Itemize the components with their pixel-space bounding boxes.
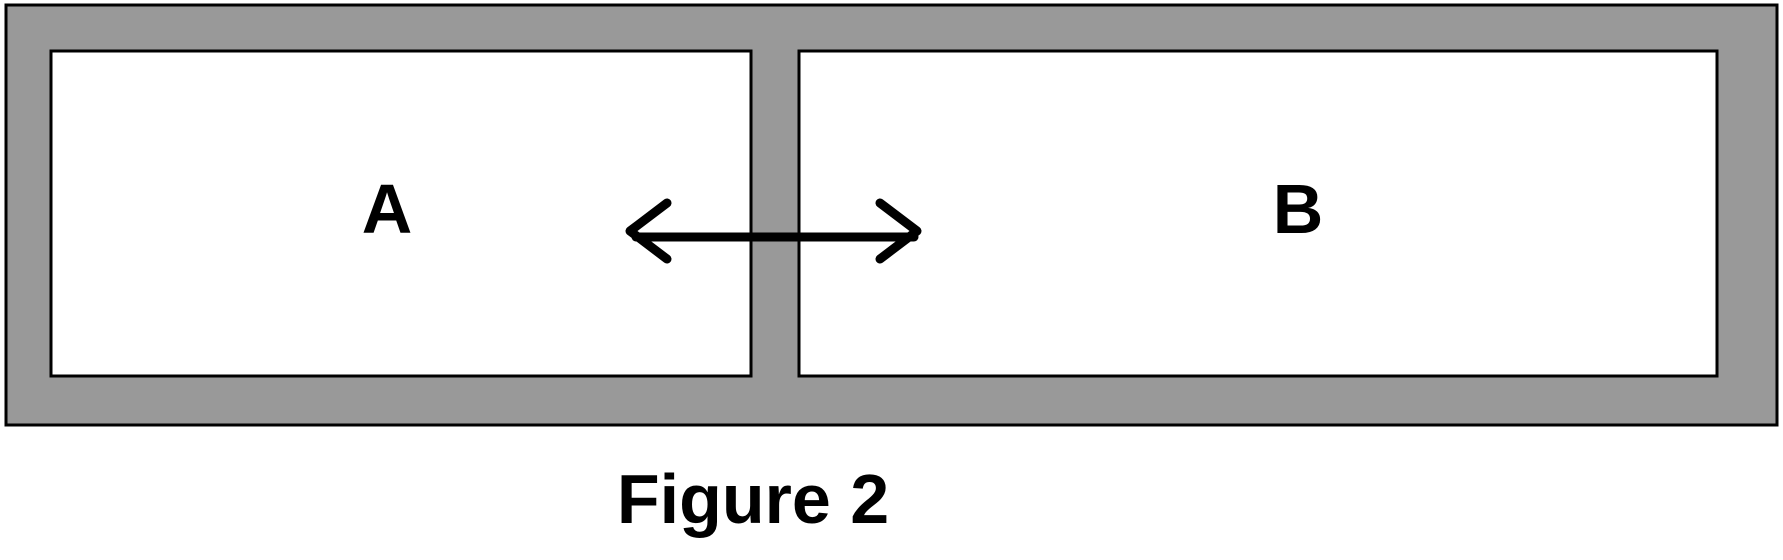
double-arrow-icon bbox=[625, 198, 922, 264]
chamber-a bbox=[49, 49, 753, 378]
chamber-b bbox=[797, 49, 1719, 378]
chamber-b-label: B bbox=[1273, 170, 1324, 248]
figure-caption: Figure 2 bbox=[617, 460, 889, 538]
arrow-head-right bbox=[875, 198, 922, 264]
arrow-head-left bbox=[625, 198, 672, 264]
chamber-a-label: A bbox=[362, 170, 413, 248]
